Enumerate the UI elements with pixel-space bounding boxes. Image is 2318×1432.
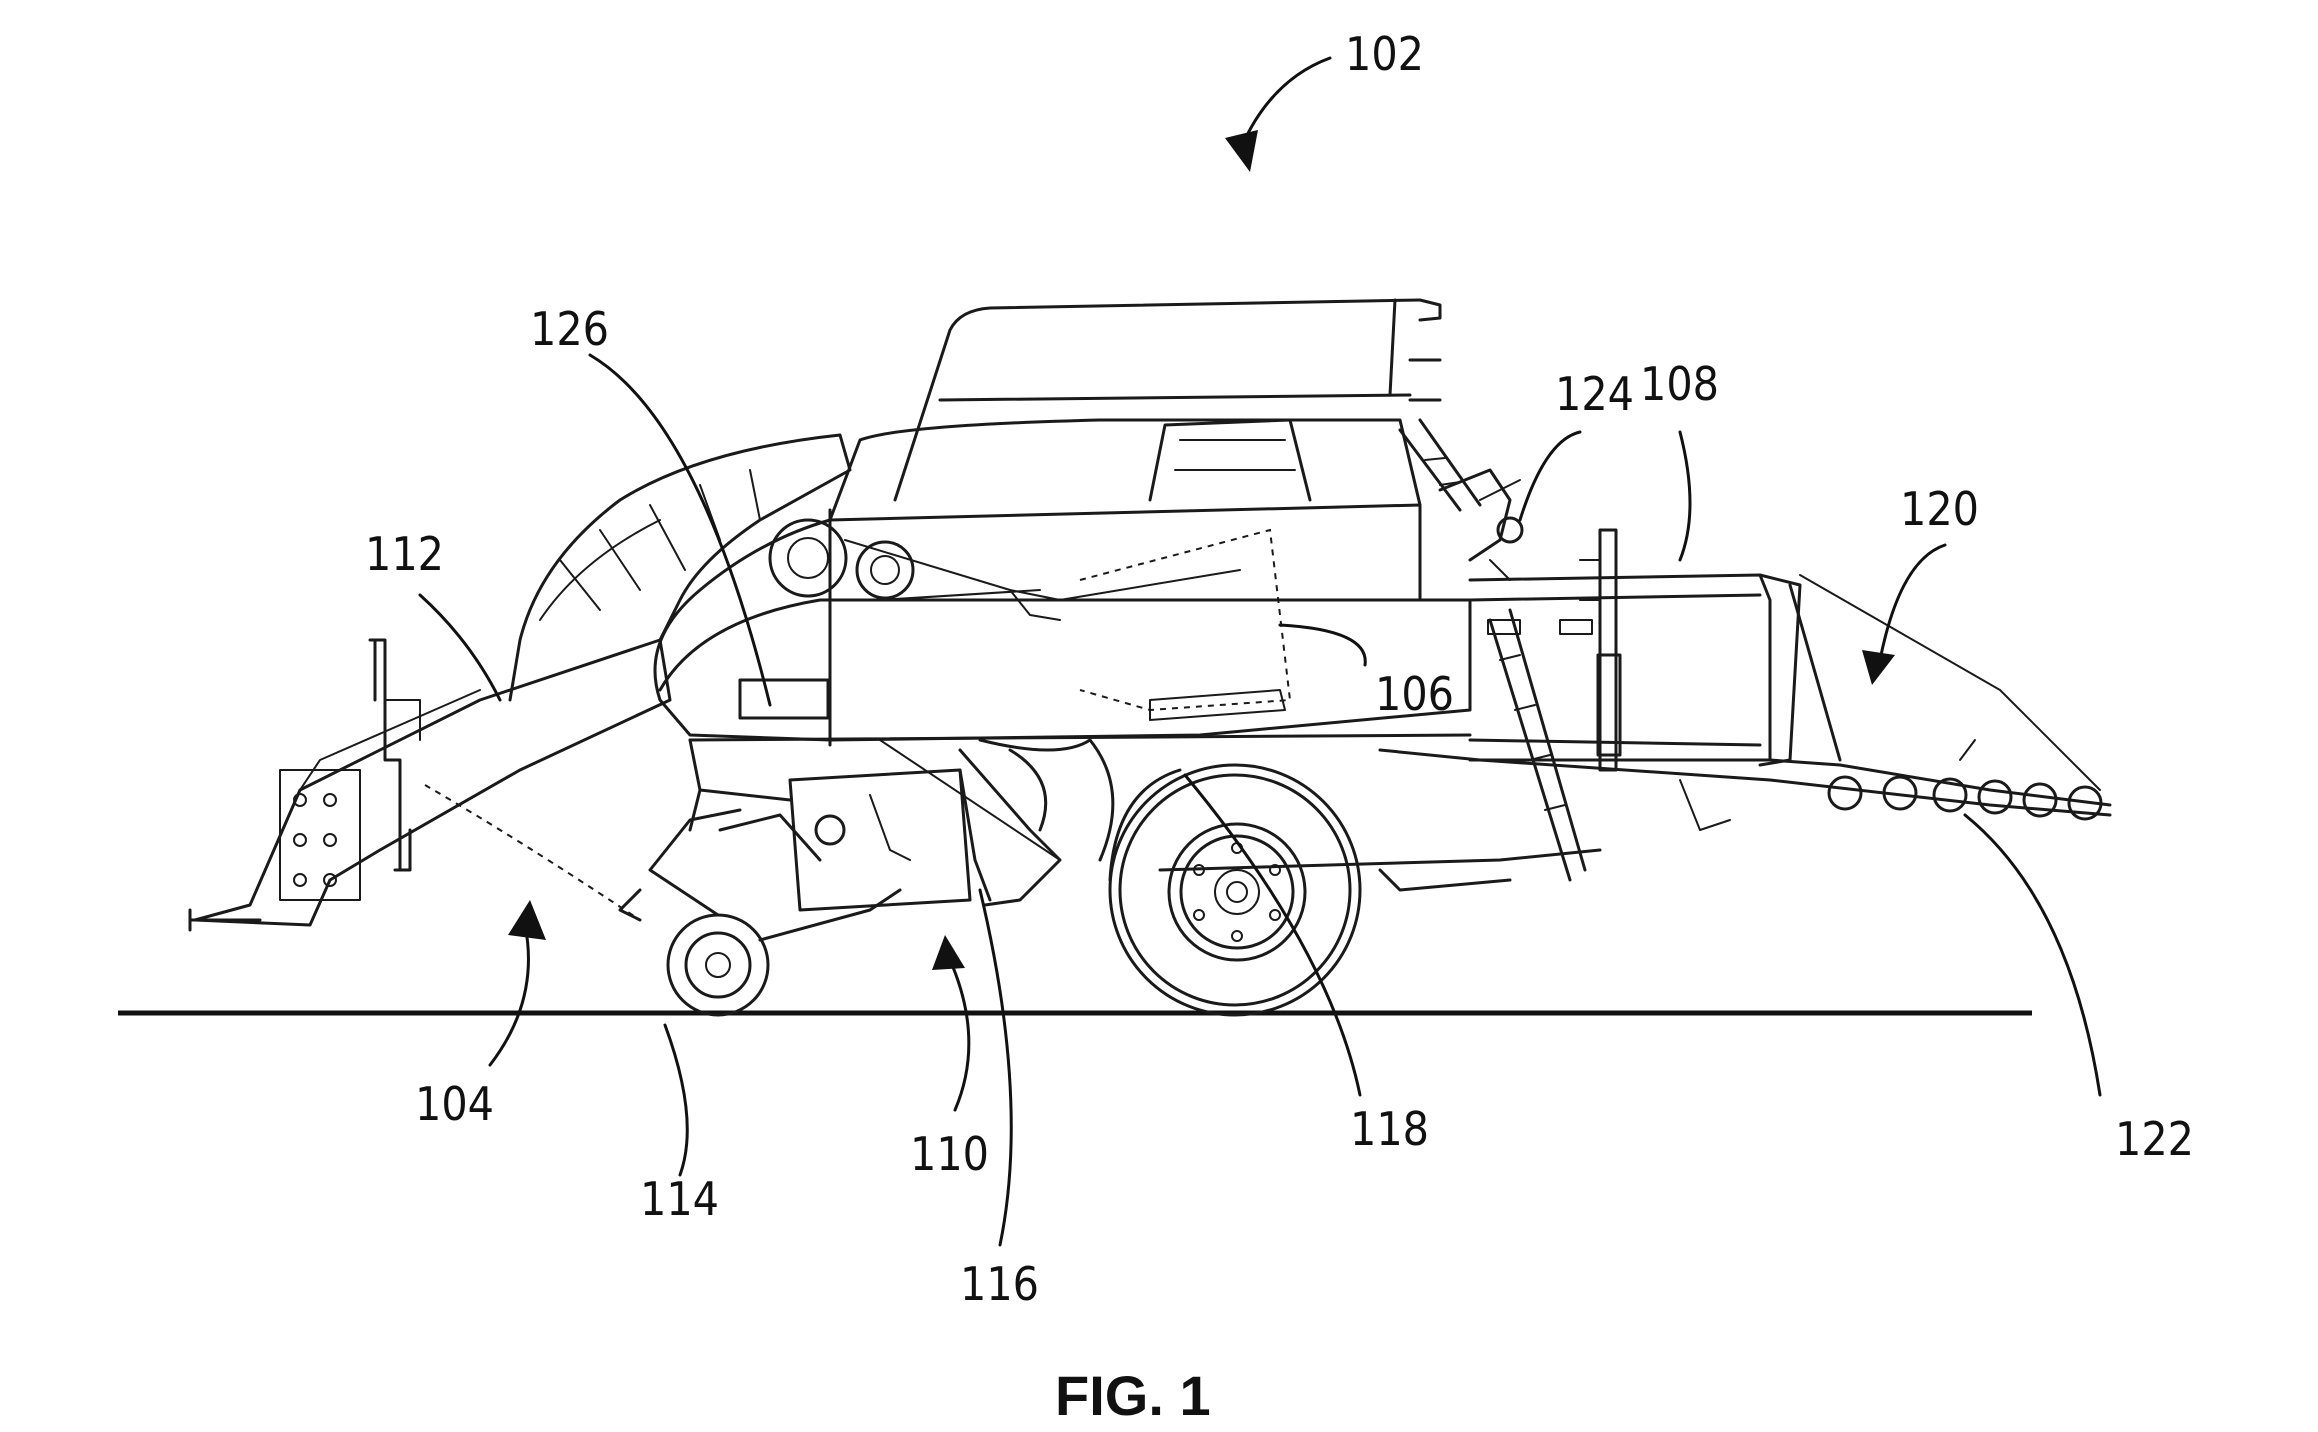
ref-114: 114 [640,1172,719,1226]
top-frame [828,298,1482,522]
arrow-120 [1862,650,1895,685]
bale-chamber-body [653,503,1472,747]
crop-feeder [698,738,1115,912]
ref-120: 120 [1900,482,1979,536]
ref-126: 126 [530,302,609,356]
main-tire [1108,763,1362,1017]
pickup-hood [508,433,852,702]
reference-numerals: 102 126 124 108 120 112 106 104 114 110 … [365,27,2194,1311]
rear-bale-chamber [1468,528,1842,882]
arrow-110 [932,935,965,970]
ref-118: 118 [1350,1102,1429,1156]
ref-110: 110 [910,1127,989,1181]
ref-122: 122 [2115,1112,2194,1166]
ref-106: 106 [1375,667,1454,721]
arrow-104 [508,900,546,940]
figure-caption: FIG. 1 [1055,1364,1211,1427]
bale-chute [1768,574,2112,821]
baler-drawing [188,298,2112,1017]
chassis-frame [688,733,1772,892]
ref-116: 116 [960,1257,1039,1311]
ref-112: 112 [365,527,444,581]
tongue-drawbar [188,638,672,932]
knotter-assembly [1438,468,1524,581]
gauge-wheel [618,808,902,1017]
arrow-102 [1225,130,1258,172]
ref-124: 124 [1555,367,1634,421]
ref-102: 102 [1345,27,1424,81]
leader-lines [418,56,2102,1247]
ref-104: 104 [415,1077,494,1131]
ref-108: 108 [1640,357,1719,411]
